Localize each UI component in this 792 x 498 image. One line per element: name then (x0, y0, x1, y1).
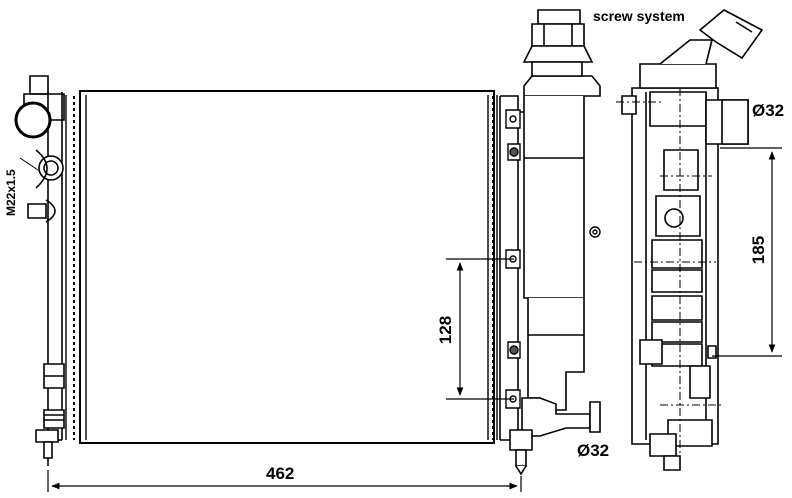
thread-leader (20, 158, 38, 170)
side-view (622, 10, 762, 470)
width-dimension-label: 462 (266, 464, 295, 483)
thread-label: M22x1.5 (4, 169, 18, 216)
filler-cap-circle (16, 103, 50, 137)
left-drain-valve (36, 410, 64, 466)
mount-spacing-dimension (446, 259, 514, 399)
side-view-centerlines (616, 88, 724, 470)
mount-bolts-right (506, 110, 600, 408)
left-bracket-lower (44, 364, 64, 388)
outlet-pipe (510, 398, 600, 474)
right-tank (500, 96, 526, 440)
outlet-diameter-label: Ø32 (577, 441, 610, 460)
side-spacing-dimension (712, 148, 782, 356)
expansion-tank-cap (524, 10, 592, 76)
expansion-tank (524, 76, 600, 410)
side-spacing-label: 185 (749, 235, 769, 265)
width-dimension (48, 470, 521, 492)
drain-plug-m22 (36, 150, 63, 188)
mount-spacing-label: 128 (436, 315, 456, 345)
radiator-core (66, 91, 497, 443)
left-bracket-upper (28, 200, 55, 222)
screw-system-label: screw system (593, 8, 685, 24)
side-diameter-label: Ø32 (752, 101, 785, 120)
